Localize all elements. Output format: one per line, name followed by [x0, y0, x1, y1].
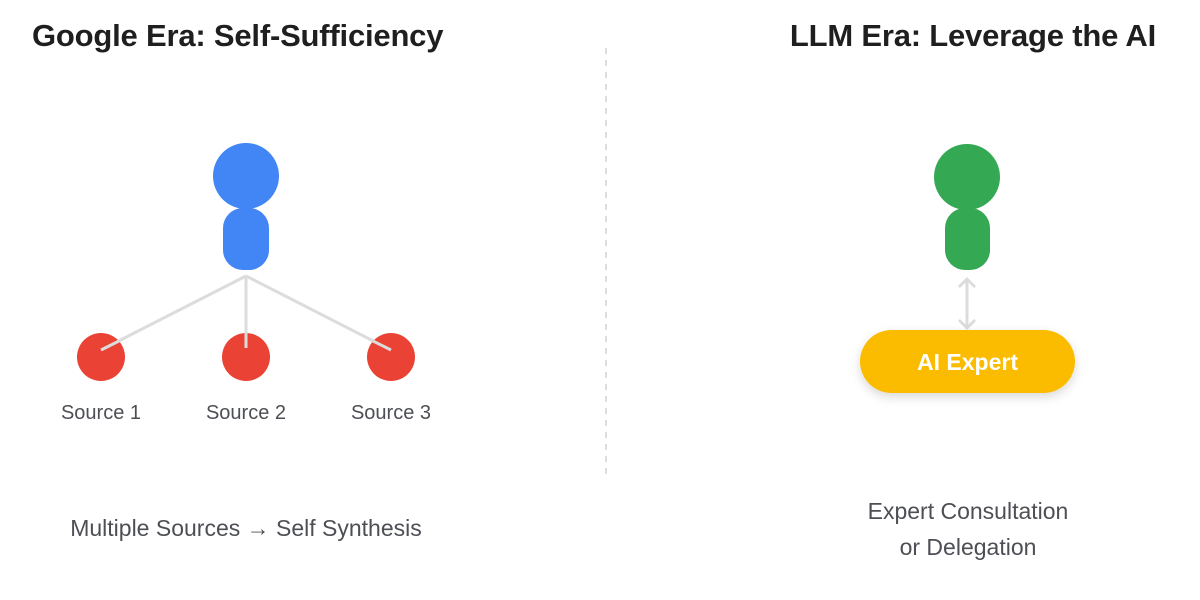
google-era-caption: Multiple Sources → Self Synthesis	[70, 515, 422, 541]
source-label-3: Source 3	[351, 402, 431, 424]
ai-expert-label: AI Expert	[917, 349, 1018, 375]
sources-group: Source 1 Source 2 Source 3	[61, 333, 431, 424]
google-era-title: Google Era: Self-Sufficiency	[32, 18, 444, 53]
ai-expert-pill	[860, 330, 1075, 393]
ai-user-body	[945, 208, 990, 270]
connector-tip-1	[100, 337, 124, 352]
source-node-2	[222, 333, 270, 381]
connector-source-1	[100, 274, 247, 352]
user-head	[213, 143, 279, 209]
connector-source-3	[245, 274, 392, 352]
llm-era-title: LLM Era: Leverage the AI	[789, 18, 1156, 53]
ai-expert-node: AI Expert	[860, 330, 1075, 393]
user-person-icon	[213, 143, 279, 270]
source-label-2: Source 2	[206, 402, 286, 424]
connector-tip-3	[368, 337, 392, 352]
ai-user-head	[934, 144, 1000, 210]
ai-user-person-icon	[934, 144, 1000, 270]
llm-era-caption: Expert Consultation or Delegation	[818, 493, 1118, 565]
llm-caption-line-1: Expert Consultation	[867, 498, 1069, 524]
source-label-1: Source 1	[61, 402, 141, 424]
llm-caption-line-2: or Delegation	[899, 534, 1037, 560]
user-body	[223, 208, 269, 270]
